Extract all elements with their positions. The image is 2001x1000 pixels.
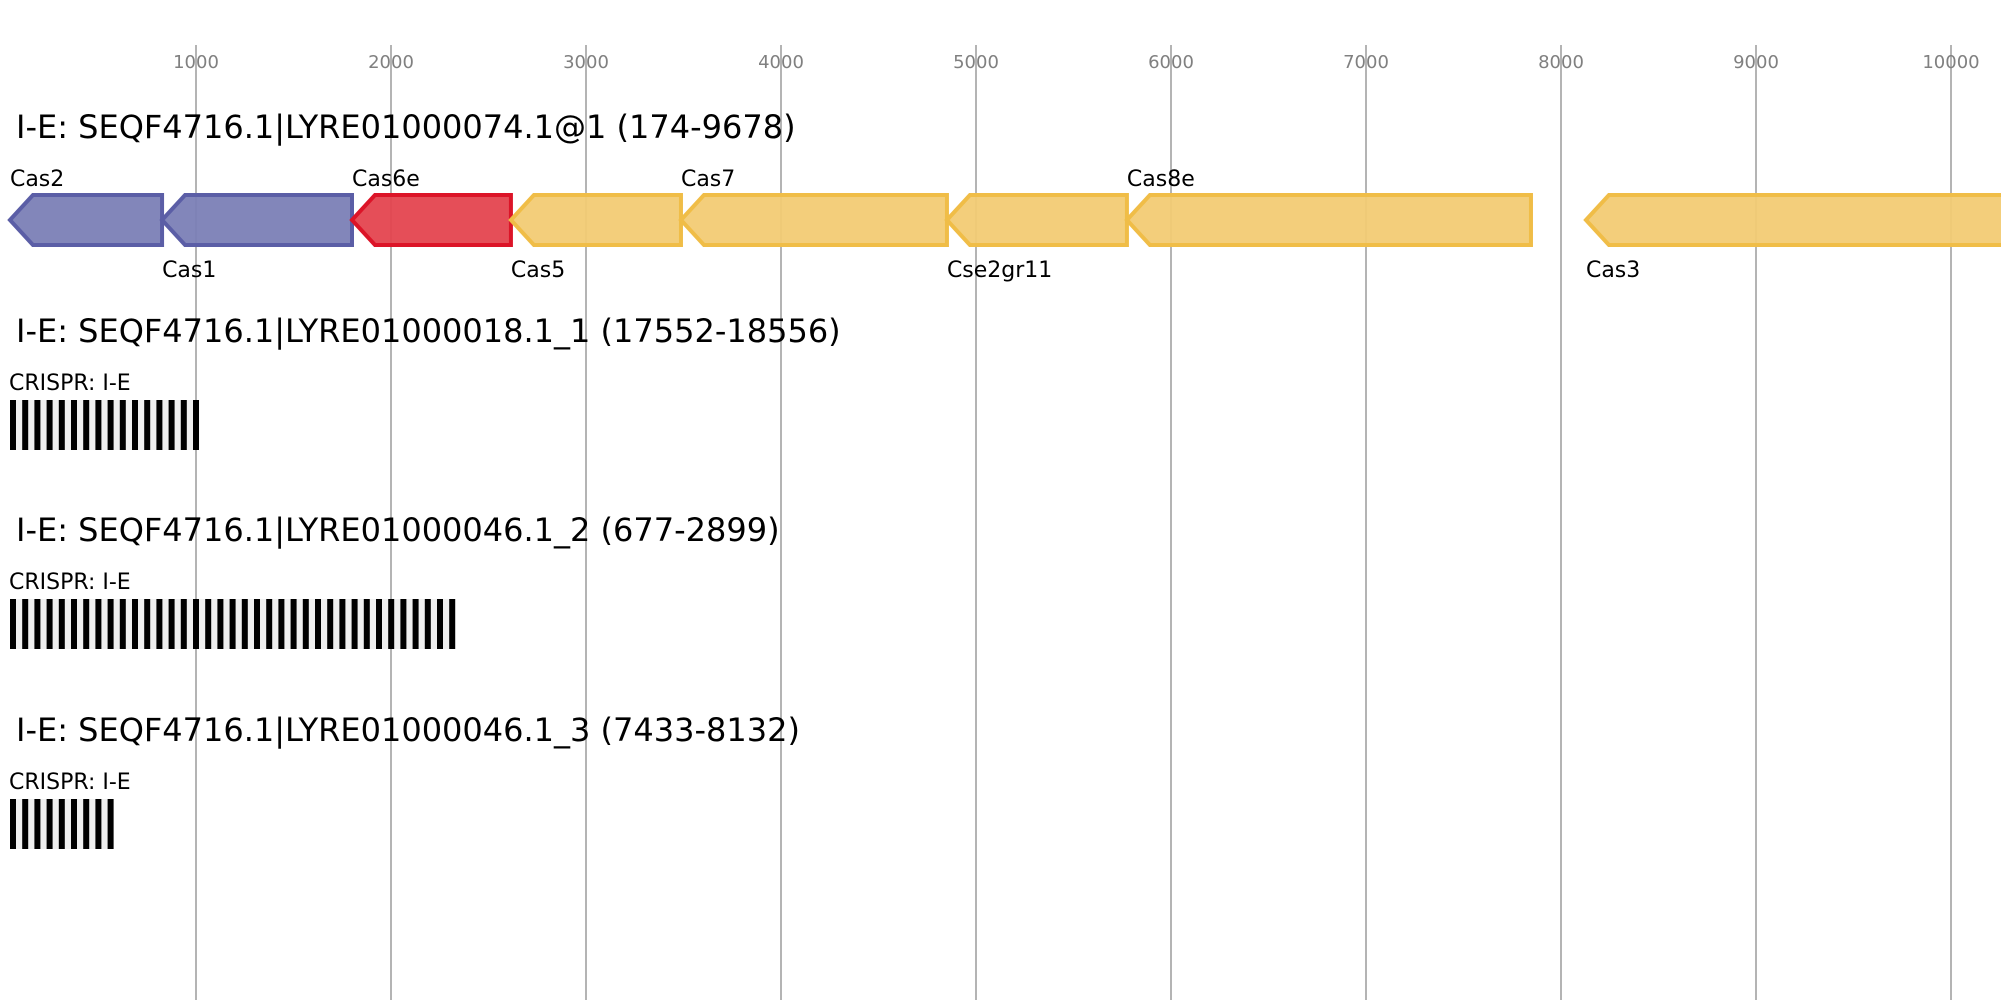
tick-label: 9000	[1733, 52, 1779, 73]
crispr-repeat	[266, 599, 273, 649]
crispr-arrays	[10, 400, 456, 849]
crispr-repeat	[71, 599, 77, 649]
tick-label: 2000	[368, 52, 414, 73]
gene-arrow-cas6e[interactable]	[349, 193, 513, 247]
crispr-array-background	[10, 400, 200, 450]
tick-label: 4000	[758, 52, 804, 73]
tick-label: 6000	[1148, 52, 1194, 73]
gene-label-cas1: Cas1	[162, 258, 216, 283]
crispr-repeat	[10, 799, 16, 849]
crispr-repeat	[327, 599, 334, 649]
crispr-repeat	[58, 599, 65, 649]
crispr-repeat	[132, 400, 138, 450]
crispr-repeat	[302, 599, 309, 649]
gene-label-cas5: Cas5	[511, 258, 565, 283]
crispr-repeat	[424, 599, 431, 649]
crispr-repeat	[193, 400, 199, 450]
crispr-repeat	[217, 599, 224, 649]
tick-label: 1000	[173, 52, 219, 73]
gene-label-cas3: Cas3	[1586, 258, 1640, 283]
gene-label-cas7: Cas7	[681, 167, 735, 192]
crispr-repeat	[58, 799, 65, 849]
crispr-title-1: I-E: SEQF4716.1|LYRE01000018.1_1 (17552-…	[16, 312, 841, 350]
crispr-repeat	[437, 599, 443, 649]
crispr-repeat	[107, 400, 114, 450]
crispr-repeat	[376, 599, 382, 649]
gene-arrow-cas8e[interactable]	[1124, 193, 1533, 247]
crispr-repeat	[205, 599, 212, 649]
gene-arrow-cas1[interactable]	[159, 193, 354, 247]
crispr-repeat	[363, 599, 370, 649]
crispr-repeat	[119, 400, 126, 450]
crispr-repeat	[107, 599, 114, 649]
crispr-repeat	[10, 599, 16, 649]
crispr-repeat	[46, 400, 53, 450]
crispr-repeat	[400, 599, 407, 649]
crispr-repeat	[412, 599, 419, 649]
crispr-repeat	[71, 400, 77, 450]
crispr-label-3: CRISPR: I-E	[9, 770, 131, 795]
crispr-repeat	[351, 599, 358, 649]
tick-label: 10000	[1922, 52, 1979, 73]
crispr-repeat	[95, 400, 102, 450]
crispr-repeat	[180, 400, 187, 450]
crispr-repeat	[71, 799, 77, 849]
gene-arrow-cse2gr11[interactable]	[944, 193, 1129, 247]
crispr-title-2: I-E: SEQF4716.1|LYRE01000046.1_2 (677-28…	[16, 511, 780, 549]
crispr-repeat	[254, 599, 260, 649]
crispr-repeat	[180, 599, 187, 649]
crispr-repeat	[168, 400, 175, 450]
gene-label-cas2: Cas2	[10, 167, 64, 192]
crispr-label-2: CRISPR: I-E	[9, 570, 131, 595]
gene-label-cas8e: Cas8e	[1127, 167, 1195, 192]
crispr-repeat	[193, 599, 199, 649]
crispr-repeat	[83, 799, 90, 849]
crispr-repeat	[34, 599, 41, 649]
crispr-repeat	[34, 799, 41, 849]
crispr-repeat	[22, 400, 29, 450]
crispr-repeat	[83, 599, 90, 649]
tick-label: 8000	[1538, 52, 1584, 73]
crispr-repeat	[278, 599, 285, 649]
crispr-repeat	[22, 799, 29, 849]
tick-label: 3000	[563, 52, 609, 73]
crispr-repeat	[119, 599, 126, 649]
crispr-repeat	[315, 599, 321, 649]
crispr-repeat	[144, 400, 151, 450]
crispr-repeat	[156, 599, 163, 649]
crispr-repeat	[144, 599, 151, 649]
gene-label-cse2gr11: Cse2gr11	[947, 258, 1052, 283]
gene-arrow-cas3[interactable]	[1583, 193, 2001, 247]
crispr-repeat	[83, 400, 90, 450]
crispr-repeat	[95, 599, 102, 649]
gene-arrow-cas2[interactable]	[7, 193, 165, 247]
crispr-label-1: CRISPR: I-E	[9, 371, 131, 396]
crispr-repeat	[290, 599, 297, 649]
tick-label: 7000	[1343, 52, 1389, 73]
crispr-repeat	[95, 799, 102, 849]
crispr-repeat	[449, 599, 456, 649]
crispr-repeat	[46, 799, 53, 849]
crispr-repeat	[156, 400, 163, 450]
crispr-repeat	[22, 599, 29, 649]
crispr-repeat	[229, 599, 236, 649]
crispr-repeat	[339, 599, 346, 649]
locus-title: I-E: SEQF4716.1|LYRE01000074.1@1 (174-96…	[16, 108, 796, 146]
crispr-repeat	[241, 599, 248, 649]
gene-label-cas6e: Cas6e	[352, 167, 420, 192]
crispr-repeat	[46, 599, 53, 649]
crispr-repeat	[107, 799, 114, 849]
crispr-title-3: I-E: SEQF4716.1|LYRE01000046.1_3 (7433-8…	[16, 711, 800, 749]
crispr-repeat	[58, 400, 65, 450]
crispr-repeat	[132, 599, 138, 649]
gene-arrow-cas7[interactable]	[678, 193, 949, 247]
tick-label: 5000	[953, 52, 999, 73]
crispr-repeat	[168, 599, 175, 649]
crispr-repeat	[34, 400, 41, 450]
gene-arrow-cas5[interactable]	[508, 193, 683, 247]
crispr-repeat	[10, 400, 16, 450]
crispr-repeat	[388, 599, 395, 649]
